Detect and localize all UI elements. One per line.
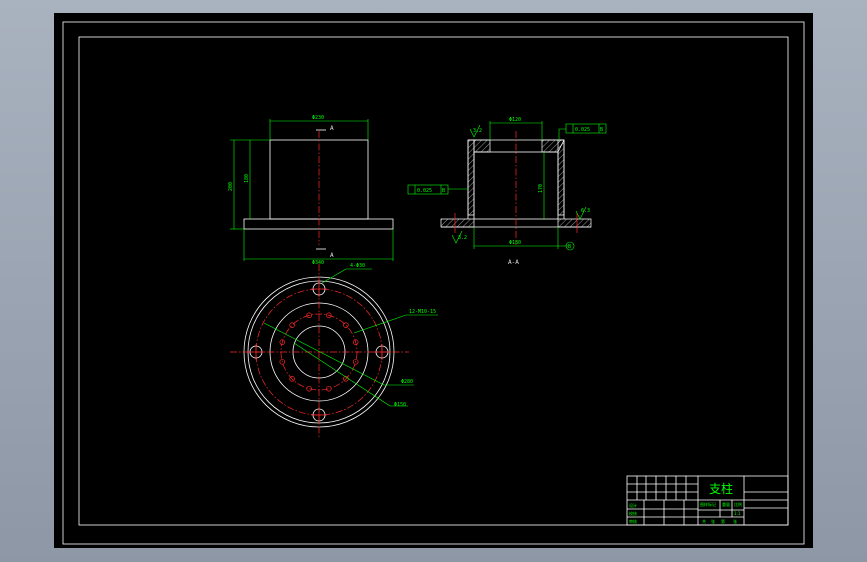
tb-label: 张 [711,518,715,524]
section-base-right [557,218,592,228]
front-view: Φ230 A A 200 180 Φ340 [228,115,394,266]
roughness-symbol [451,230,463,244]
threaded-hole [352,359,359,365]
dim-base-width: Φ340 [312,260,324,266]
section-wall-left [467,139,475,216]
threaded-hole [326,312,332,319]
small-holes [279,312,359,392]
front-base [243,218,394,230]
tol-value-left: 0.025 [417,188,432,194]
roughness-symbol [575,206,587,220]
dim-top-bore: Φ120 [509,117,521,123]
drawing-title: 支柱 [709,481,733,496]
callout-big-hole: 4-Φ30 [350,263,365,269]
cad-drawing: Φ230 A A 200 180 Φ340 [62,21,805,545]
threaded-hole [279,339,286,345]
tb-label: 图样标记 [700,501,716,507]
tb-scale: 1:1 [734,511,741,516]
section-label: A-A [508,259,519,266]
dim-body-height: 180 [244,174,250,183]
threaded-hole [306,385,312,392]
tb-label: 审核 [629,518,637,524]
roughness-symbol [469,124,481,138]
threaded-hole [279,359,286,365]
callout-bolt-circle: Φ280 [401,379,413,385]
roughness-bottom: 3.2 [458,235,467,241]
section-base-left [440,218,475,228]
tb-label: 共 [702,518,706,524]
threaded-hole [343,322,349,328]
leader-line [263,322,385,386]
threaded-hole [306,312,312,319]
title-block: 支柱 图样标记 重量 比例 1:1 共 张 第 张 设计 校核 审核 [626,475,789,526]
tb-label: 张 [733,518,737,524]
tol-ref-top: B [600,127,603,133]
tb-label: 比例 [734,501,742,507]
leader-line [353,314,407,334]
tol-frame-top [565,123,607,134]
section-wall-right [557,139,565,216]
drawing-viewport[interactable]: Φ230 A A 200 180 Φ340 [54,13,813,548]
callout-small-holes: 12-M10-15 [409,309,436,315]
threaded-hole [352,339,359,345]
top-view: 4-Φ30 12-M10-15 Φ280 Φ150 [230,263,438,438]
big-holes [248,281,390,423]
leader-line [293,342,391,407]
tb-label: 重量 [722,501,730,507]
section-mark-bottom: A [330,252,334,259]
section-mark-top: A [330,125,334,132]
dim-top-width: Φ230 [312,115,324,121]
inner-frame [78,36,789,526]
tb-label: 设计 [629,502,637,508]
threaded-hole [289,322,295,328]
roughness-left: 3.2 [473,128,482,134]
leader-line [321,268,347,284]
section-view: Φ120 3.2 0.025 B 0.025 B 170 6.3 3.2 Φ18… [407,117,607,266]
threaded-hole [289,376,295,382]
dim-inner-height: 170 [538,184,544,193]
dim-total-height: 200 [228,182,234,191]
threaded-hole [326,385,332,392]
tb-label: 第 [721,518,725,524]
dim-bottom-bore: Φ180 [509,240,521,246]
datum-label: B [568,244,571,250]
title-block-grid [627,476,698,525]
title-block-frame [626,475,789,526]
tol-leader [558,128,566,140]
datum-circle [565,241,575,251]
outer-frame [62,21,805,545]
callout-pcd: Φ150 [394,402,406,408]
tol-frame-left [407,184,449,195]
tb-label: 校核 [629,510,637,516]
tol-value-top: 0.025 [575,127,590,133]
roughness-right: 6.3 [581,208,590,214]
tol-ref-left: B [442,188,445,194]
